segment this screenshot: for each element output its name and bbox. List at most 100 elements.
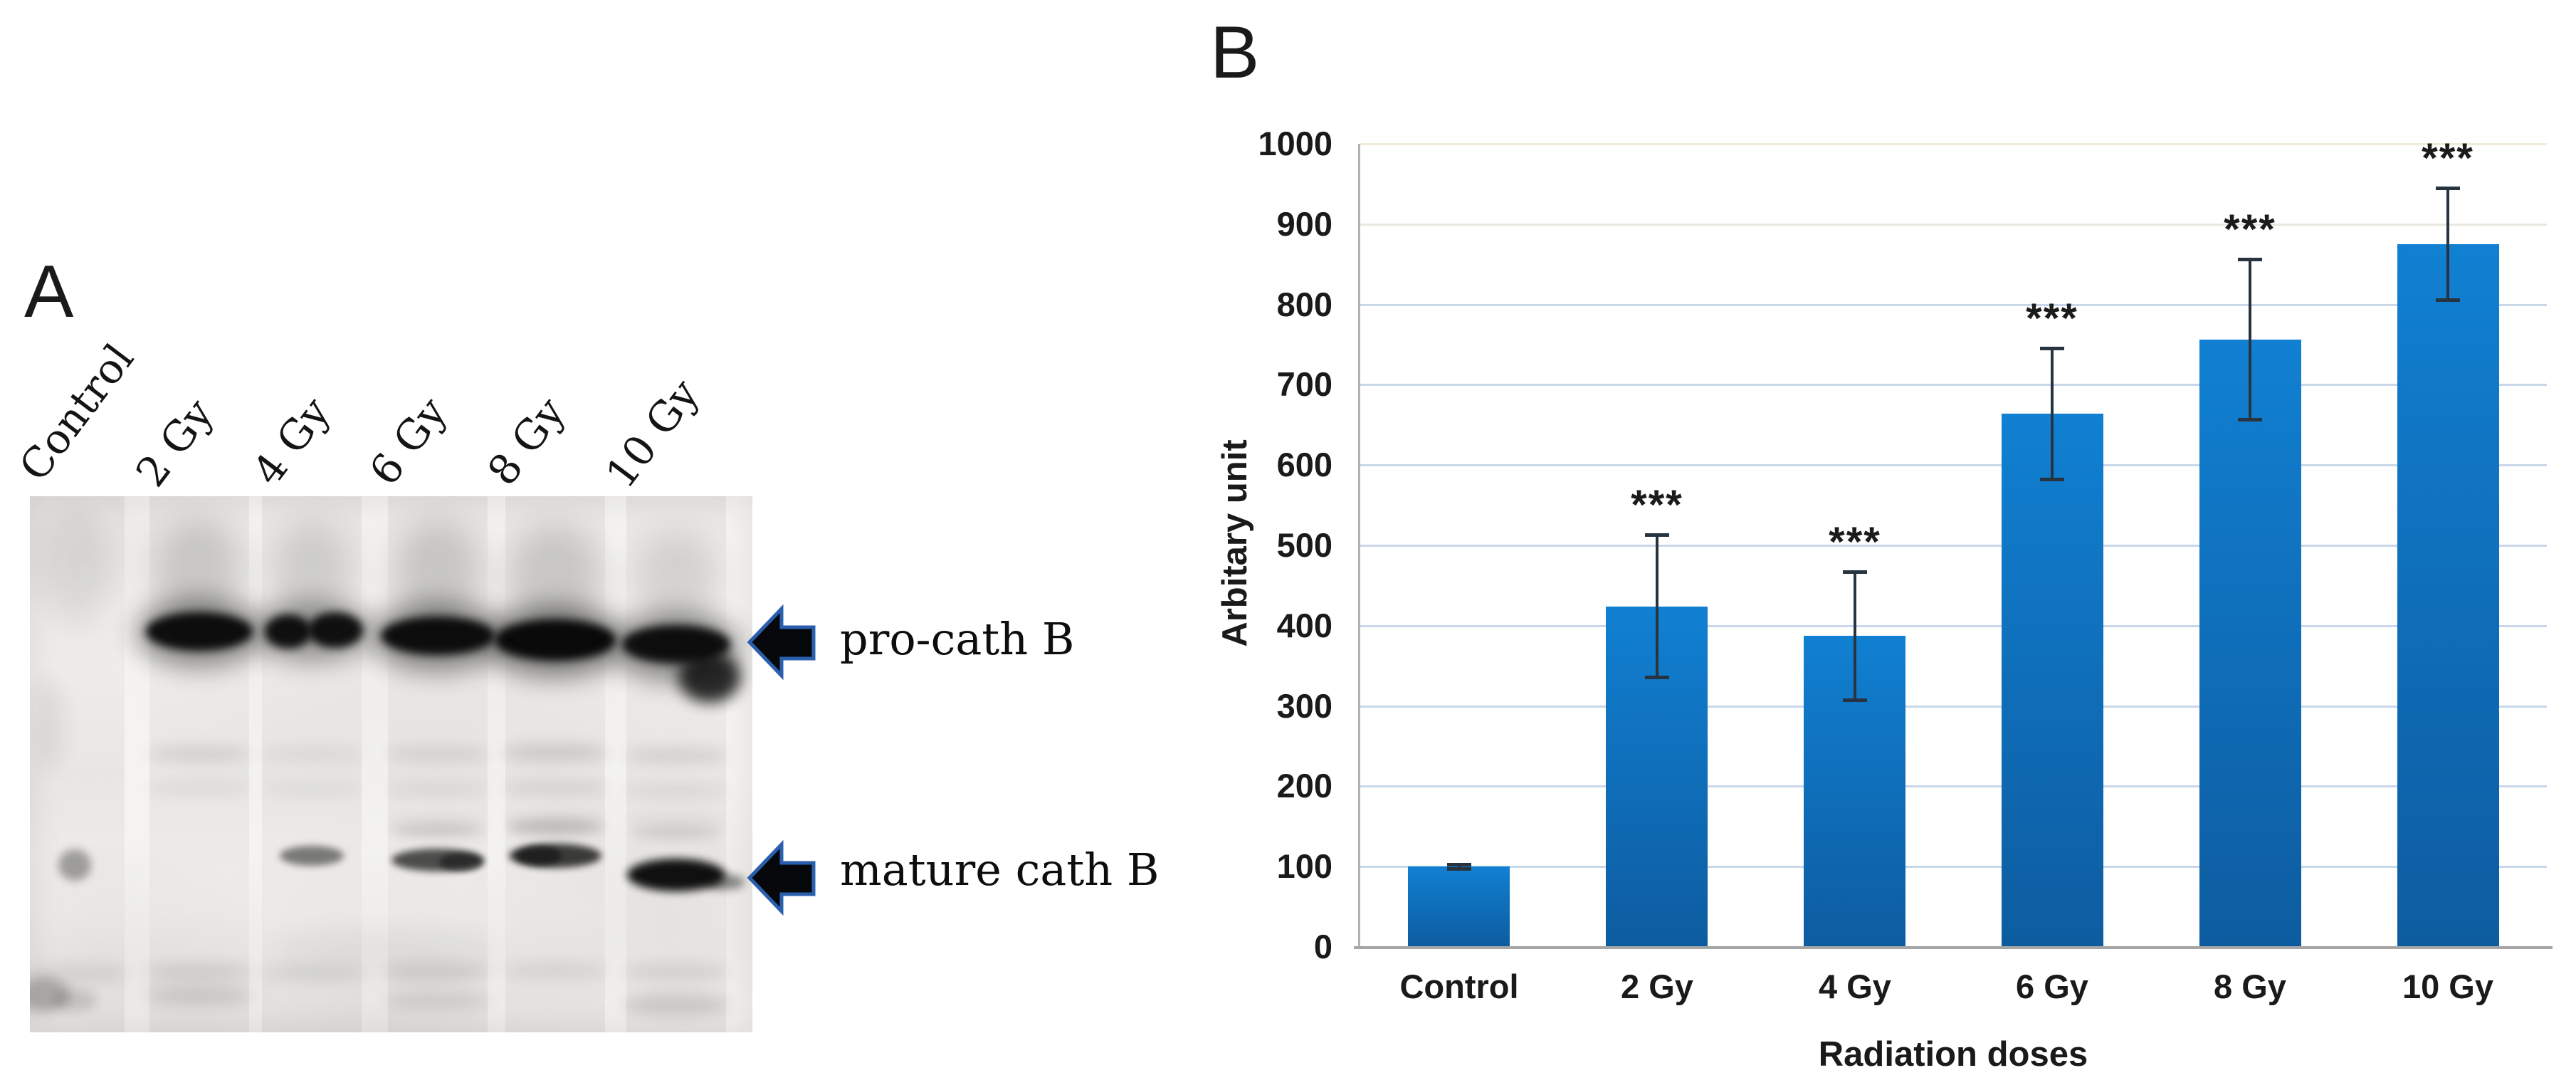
error-bar-cap-bottom [1447, 867, 1471, 871]
blot-band [260, 747, 364, 761]
panel-a-label: A [24, 251, 74, 333]
lane-label-8gy: 8 Gy [478, 388, 574, 495]
bar [1408, 866, 1510, 947]
lane-label-4gy: 4 Gy [243, 388, 340, 495]
blot-band [147, 746, 251, 762]
blot-band [626, 818, 726, 829]
error-bar-cap-top [1645, 533, 1669, 537]
gridline [1360, 224, 2547, 226]
lane-label-control: Control [9, 335, 144, 491]
blot-band [509, 525, 601, 632]
blot-band [516, 846, 562, 866]
blot-band [705, 874, 745, 890]
gridline [1360, 785, 2547, 787]
error-bar-line [2446, 188, 2449, 300]
blot-lane-3 [388, 496, 488, 1032]
blot-band [632, 828, 720, 839]
blot-lane-4 [505, 496, 605, 1032]
blot-band [623, 994, 730, 1015]
blot-band [384, 992, 491, 1009]
error-bar-cap-top [1447, 863, 1471, 866]
y-tick-label: 500 [1276, 526, 1332, 564]
blot-band [265, 614, 312, 649]
blot-band [280, 846, 344, 866]
blot-band [137, 599, 262, 667]
y-tick-label: 900 [1276, 205, 1332, 243]
blot-band [391, 824, 485, 837]
blot-band [678, 651, 741, 703]
blot-band [146, 987, 253, 1005]
blot-band [372, 603, 504, 671]
error-bar-cap-bottom [1645, 676, 1669, 679]
blot-band [627, 859, 725, 891]
y-tick-label: 400 [1276, 607, 1332, 644]
blot-band [384, 963, 491, 980]
error-bar-line [2051, 348, 2054, 480]
error-bar-cap-bottom [2040, 478, 2064, 481]
error-bar-line [1458, 864, 1461, 869]
blot-band [147, 782, 251, 795]
error-bar-cap-top [2238, 258, 2262, 261]
blot-band [388, 817, 488, 828]
blot-band [258, 965, 365, 981]
mature-cath-b-arrow-icon [747, 839, 816, 916]
left-arrow-shape [747, 604, 816, 681]
x-tick-label: 6 Gy [2016, 968, 2088, 1005]
blot-lane-2 [262, 496, 362, 1032]
blot-band [635, 530, 717, 630]
significance-stars: *** [1631, 482, 1683, 528]
band-label-mature-cath-b: mature cath B [840, 844, 1160, 896]
gridline [1360, 304, 2547, 306]
x-tick-label: Control [1399, 968, 1519, 1005]
blot-band [146, 963, 253, 980]
error-bar-cap-bottom [2436, 298, 2460, 302]
y-tick-label: 0 [1313, 928, 1332, 965]
blot-band [307, 612, 363, 648]
x-tick-label: 8 Gy [2214, 968, 2286, 1005]
x-axis-line [1354, 946, 2553, 949]
gridline [1360, 706, 2547, 708]
lane-label-10gy: 10 Gy [596, 370, 709, 498]
error-bar-line [1656, 535, 1658, 678]
blot-band [42, 507, 107, 628]
y-tick-label: 700 [1276, 365, 1332, 403]
y-tick-label: 800 [1276, 285, 1332, 323]
blot-band [485, 606, 625, 677]
pro-cath-b-arrow-icon [747, 604, 816, 681]
panel-b-label: B [1210, 11, 1260, 94]
blot-band [502, 781, 609, 795]
blot-band [502, 744, 609, 761]
blot-band [381, 617, 495, 655]
gridline [1360, 545, 2547, 547]
blot-band [386, 746, 490, 762]
significance-stars: *** [2026, 295, 2078, 342]
blot-band [386, 783, 490, 796]
error-bar-cap-top [1843, 570, 1867, 574]
blot-band [30, 965, 128, 982]
blot-band [395, 520, 480, 627]
blot-band [34, 678, 65, 770]
blot-lane-5 [626, 496, 726, 1032]
blot-band [623, 963, 730, 980]
error-bar-cap-bottom [2238, 418, 2262, 421]
blot-band [502, 963, 609, 978]
error-bar-cap-top [2040, 347, 2064, 350]
blot-band [273, 521, 351, 621]
western-blot-image [30, 496, 752, 1032]
y-tick-label: 600 [1276, 446, 1332, 483]
error-bar-cap-top [2436, 187, 2460, 190]
lane-label-6gy: 6 Gy [359, 388, 456, 495]
gridline [1360, 384, 2547, 386]
gridline [1360, 143, 2547, 145]
blot-band [624, 748, 728, 763]
significance-stars: *** [2422, 135, 2474, 182]
blot-band [58, 849, 91, 881]
blot-band [624, 785, 728, 797]
error-bar-line [2249, 259, 2251, 420]
gridline [1360, 866, 2547, 868]
blot-band [272, 931, 500, 973]
lane-label-2gy: 2 Gy [126, 389, 223, 496]
bar [2199, 340, 2301, 947]
bar [2002, 414, 2103, 947]
